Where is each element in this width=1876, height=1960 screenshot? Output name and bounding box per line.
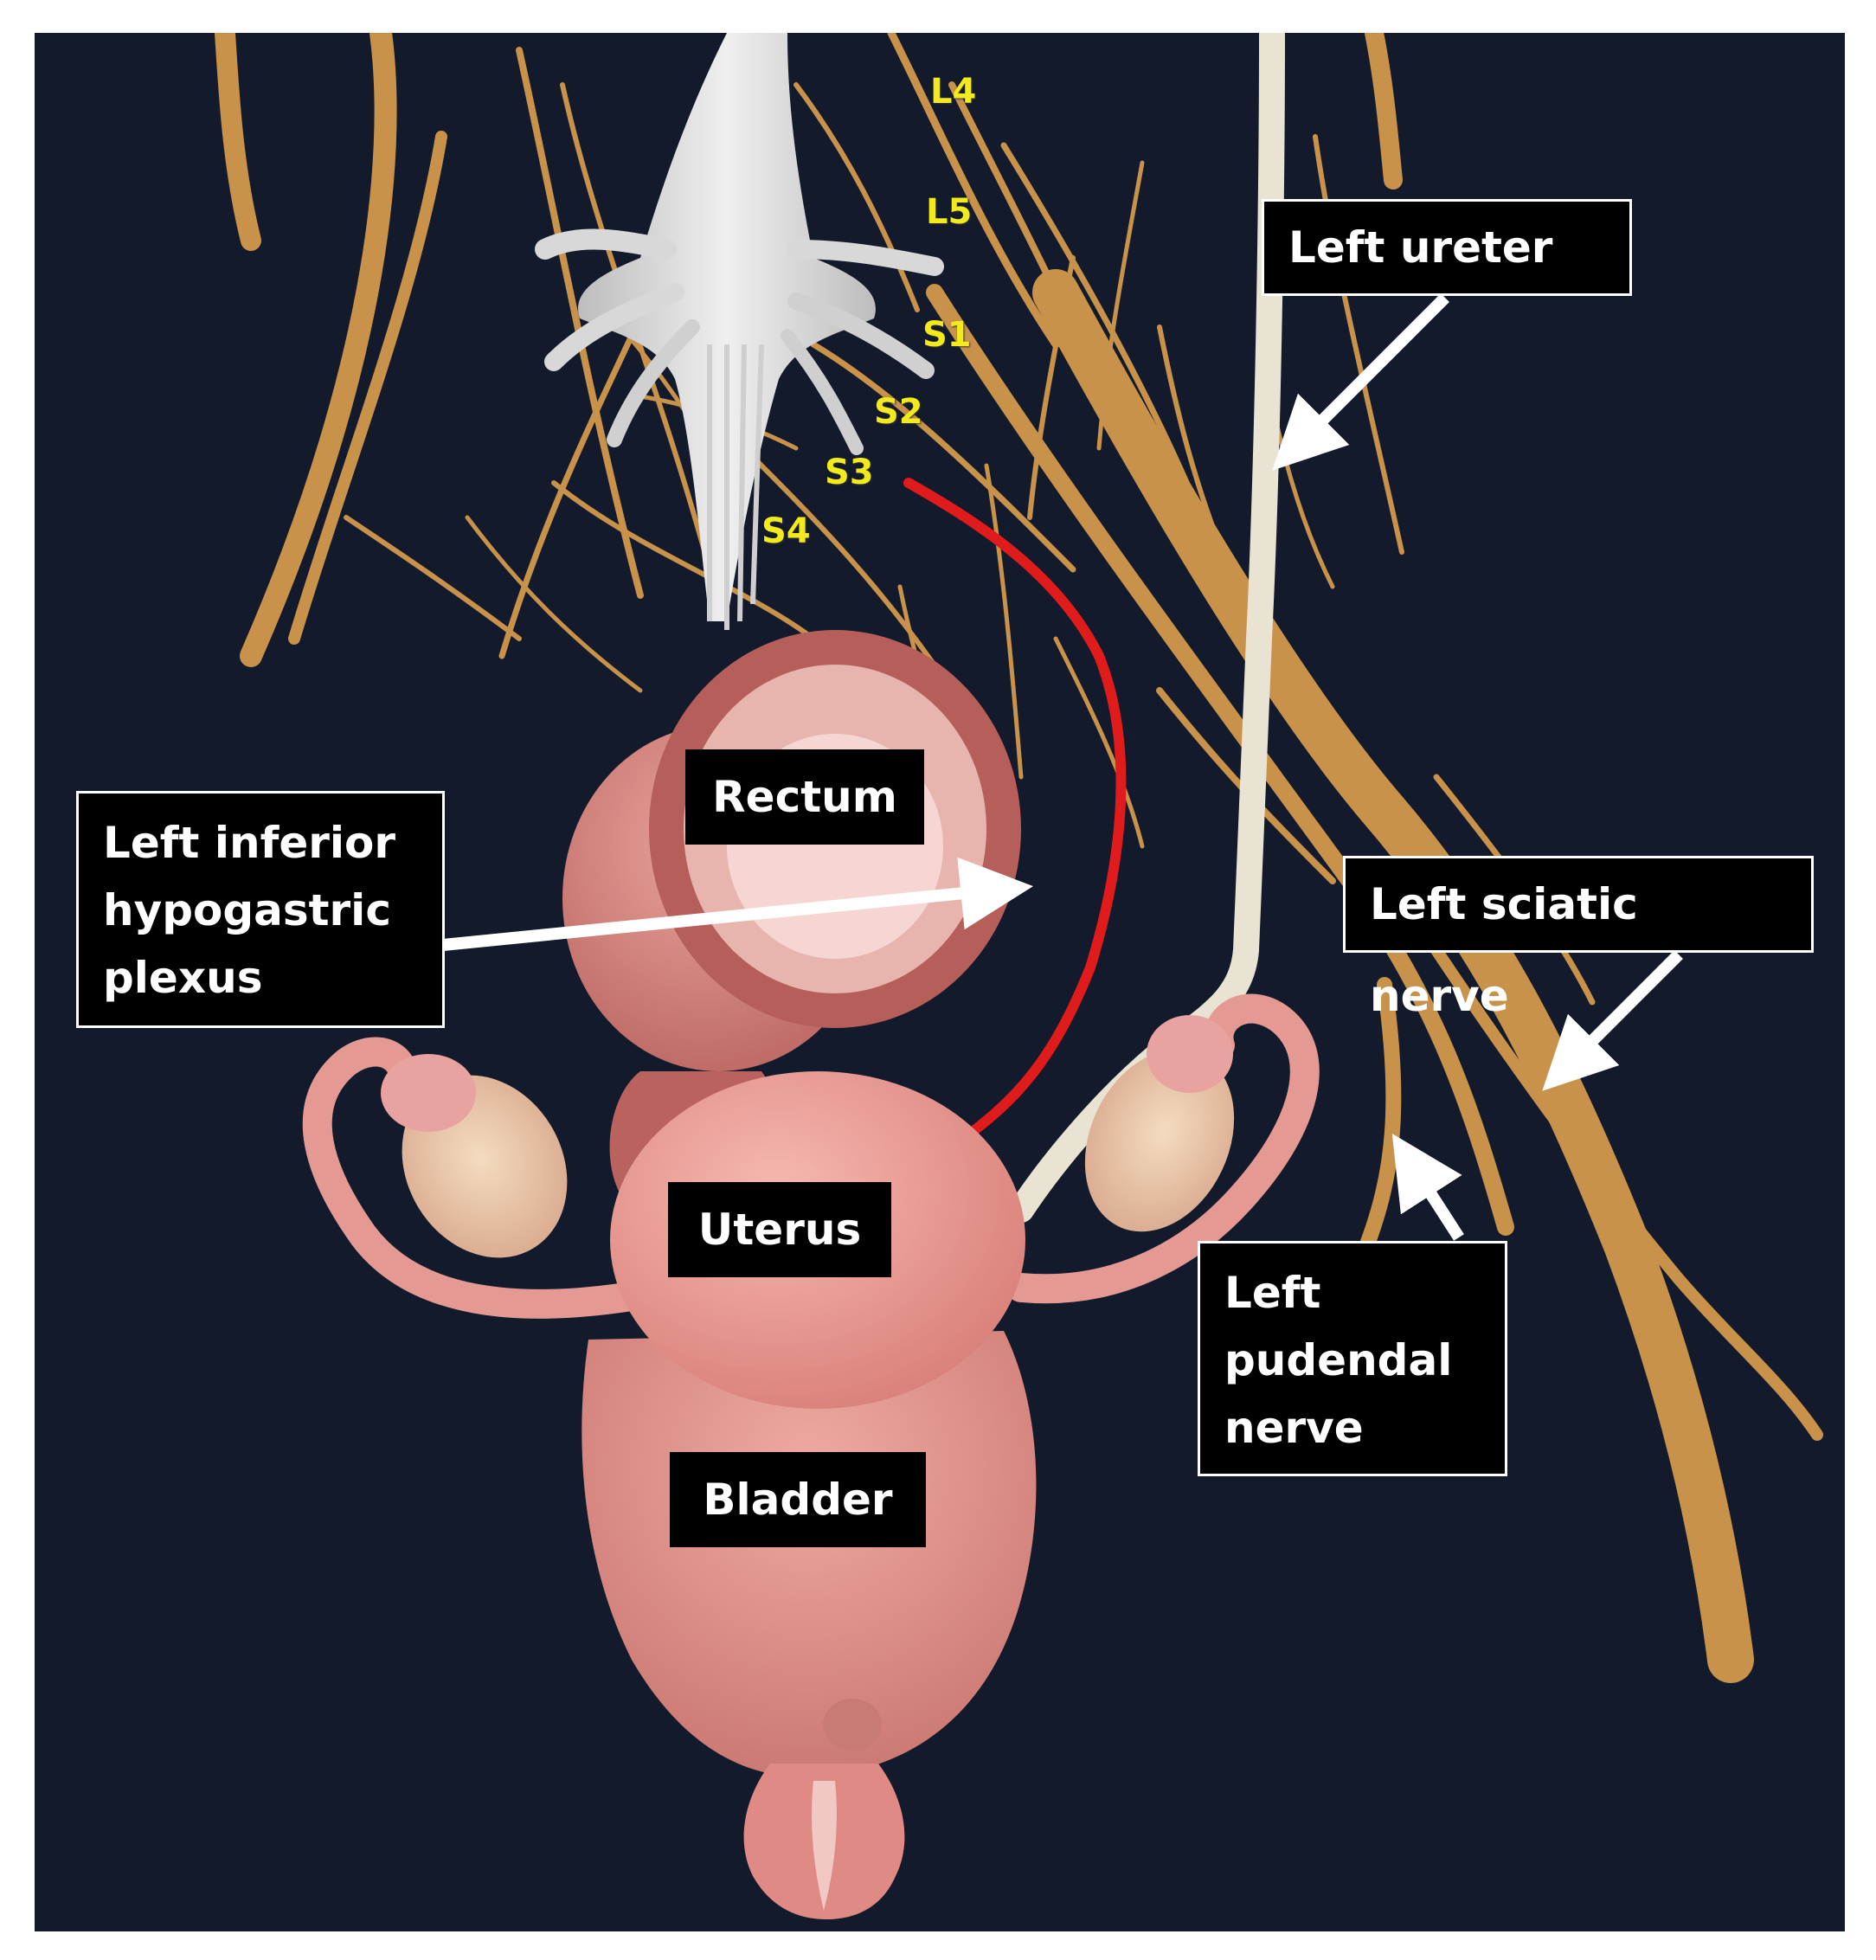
organ-label-rectum: Rectum	[685, 749, 924, 845]
anatomy-illustration: L4 L5 S1 S2 S3 S4 Left ureter Left infer…	[35, 33, 1845, 1931]
vertebra-label-s3: S3	[825, 453, 874, 492]
vertebra-label-s4: S4	[761, 511, 811, 551]
callout-left-sciatic-nerve: Left sciatic nerve	[1343, 856, 1814, 1021]
callout-pudendal-line-2: pudendal	[1224, 1335, 1453, 1385]
organ-label-bladder: Bladder	[670, 1452, 926, 1547]
organ-label-uterus: Uterus	[668, 1182, 891, 1277]
callout-left-pudendal-nerve: Left pudendal nerve	[1198, 1241, 1507, 1476]
spinal-cord	[535, 33, 944, 630]
callout-sciatic-text: Left sciatic nerve	[1370, 879, 1638, 1021]
callout-plexus-line-2: hypogastric	[103, 885, 391, 935]
highlight-path	[903, 478, 1127, 1146]
bladder	[581, 1331, 1037, 1777]
callout-pudendal-line-3: nerve	[1224, 1403, 1364, 1453]
callout-left-ureter-text: Left ureter	[1288, 222, 1553, 273]
callout-left-inferior-hypogastric-plexus: Left inferior hypogastric plexus	[76, 791, 445, 1028]
adnexa	[302, 993, 1320, 1319]
vulva	[743, 1764, 905, 1919]
pointer-arrows	[442, 293, 1683, 1241]
callout-pudendal-line-1: Left	[1224, 1268, 1321, 1318]
callout-left-ureter: Left ureter	[1262, 199, 1632, 296]
callout-plexus-line-3: plexus	[103, 953, 263, 1003]
vertebra-label-l4: L4	[930, 72, 977, 112]
vertebra-label-s1: S1	[922, 315, 972, 355]
callout-plexus-line-1: Left inferior	[103, 818, 396, 868]
nerve-network	[215, 33, 1823, 1683]
vertebra-label-l5: L5	[926, 192, 973, 232]
pelvic-anatomy-drawing	[215, 33, 1823, 1919]
vertebra-label-s2: S2	[874, 392, 923, 432]
